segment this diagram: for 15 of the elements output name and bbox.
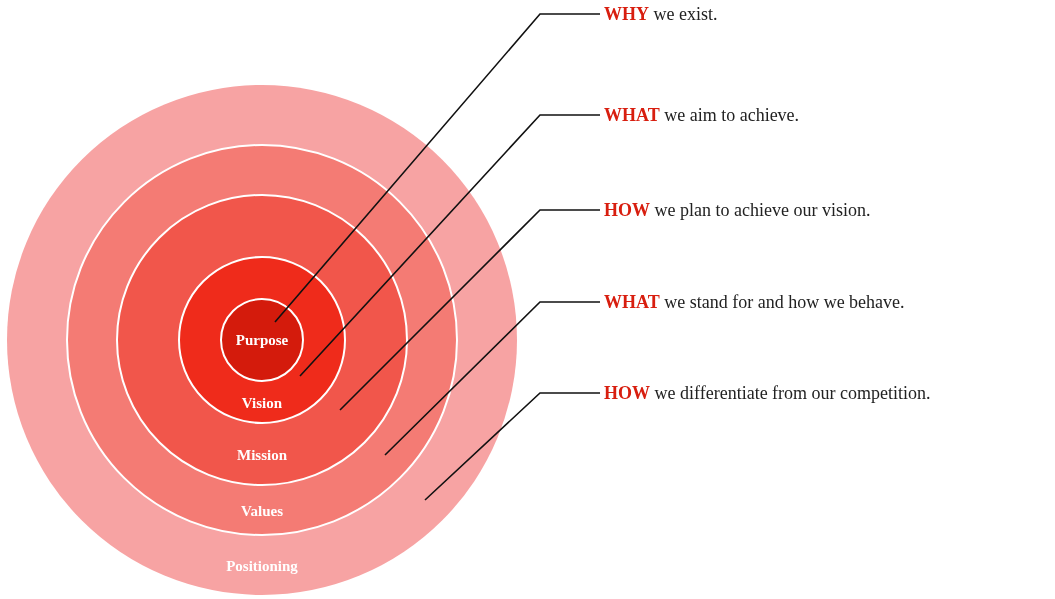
ring-label: Values <box>241 502 283 520</box>
description-text: HOW we plan to achieve our vision. <box>600 199 871 221</box>
description-text: WHY we exist. <box>600 3 718 25</box>
ring-label: Mission <box>237 446 287 464</box>
leader-line <box>424 392 601 501</box>
ring-label: Purpose <box>235 331 289 349</box>
description-text: WHAT we stand for and how we behave. <box>600 291 905 313</box>
description-text: WHAT we aim to achieve. <box>600 104 800 126</box>
description-text: HOW we differentiate from our competition. <box>600 382 931 404</box>
ring-label: Positioning <box>226 556 298 575</box>
leader-line <box>299 114 601 377</box>
leader-line <box>384 301 601 456</box>
leader-line <box>339 209 601 411</box>
leader-line <box>274 13 601 323</box>
ring-label: Vision <box>241 394 283 412</box>
